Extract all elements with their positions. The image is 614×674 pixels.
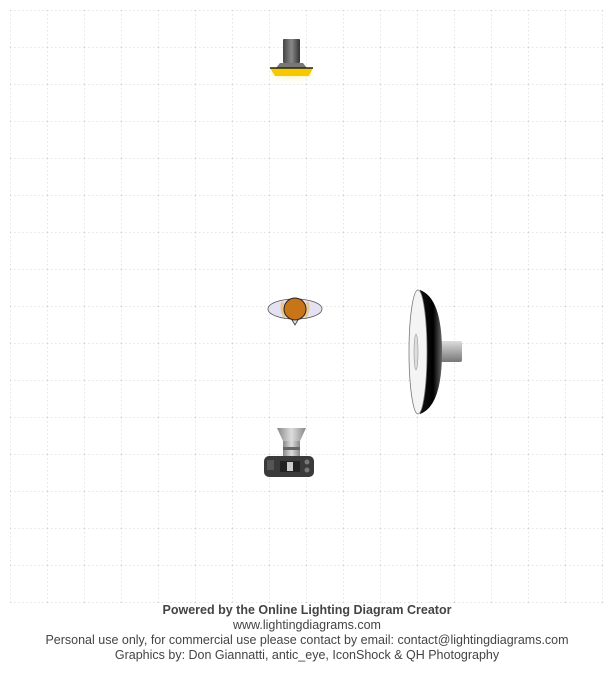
footer-title: Powered by the Online Lighting Diagram C…: [162, 603, 452, 617]
camera-icon[interactable]: [262, 427, 316, 479]
footer-license: Personal use only, for commercial use pl…: [45, 633, 569, 647]
spotlight-icon[interactable]: [265, 36, 320, 91]
person-icon[interactable]: [266, 294, 324, 328]
beauty-dish-icon[interactable]: [408, 288, 464, 416]
footer: Powered by the Online Lighting Diagram C…: [0, 603, 614, 663]
footer-url[interactable]: www.lightingdiagrams.com: [233, 618, 381, 632]
footer-credits: Graphics by: Don Giannatti, antic_eye, I…: [114, 648, 500, 662]
